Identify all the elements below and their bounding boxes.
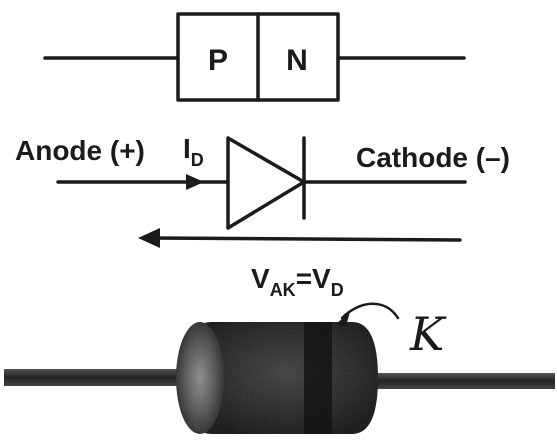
voltage-indicator: VAK=VD [138,228,462,300]
photo-left-lead [4,369,186,386]
diode-symbol: Anode (+) Cathode (–) ID [15,133,510,230]
photo-body-texture [196,322,378,434]
cathode-label: Cathode (–) [356,142,510,173]
voltage-arrowhead [138,228,160,248]
photo-cap-texture [176,322,224,434]
annotation-arrow [340,302,400,320]
annotation-arrowhead [336,312,350,326]
current-arrowhead [186,174,204,190]
diode-triangle [226,136,306,230]
n-label: N [286,44,308,77]
pn-junction-block: P N [43,12,466,102]
photo-right-lead [360,373,555,389]
current-label: ID [183,133,204,170]
diode-photo: K [4,302,555,434]
photo-cathode-band [304,322,332,434]
anode-label: Anode (+) [15,135,145,166]
voltage-arrow-line [150,236,462,242]
annotation-k: K [409,307,447,361]
voltage-label: VAK=VD [251,263,344,300]
p-label: P [208,44,228,77]
